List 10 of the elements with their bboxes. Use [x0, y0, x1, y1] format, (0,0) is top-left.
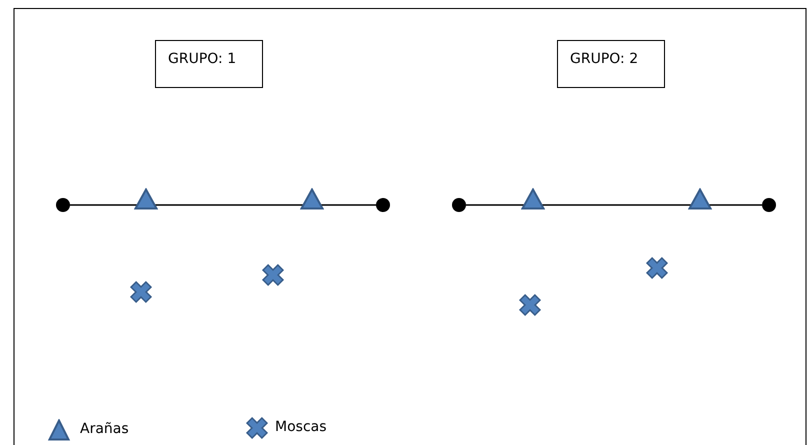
line-segment	[541, 204, 692, 206]
group-label-box: GRUPO: 1	[155, 40, 263, 88]
line-segment	[154, 204, 304, 206]
line-segment	[708, 204, 762, 206]
line-segment	[320, 204, 376, 206]
legend-label: Moscas	[275, 419, 327, 435]
line-segment	[466, 204, 525, 206]
legend-label: Arañas	[80, 421, 129, 437]
line-segment	[70, 204, 138, 206]
group-label-box: GRUPO: 2	[557, 40, 665, 88]
